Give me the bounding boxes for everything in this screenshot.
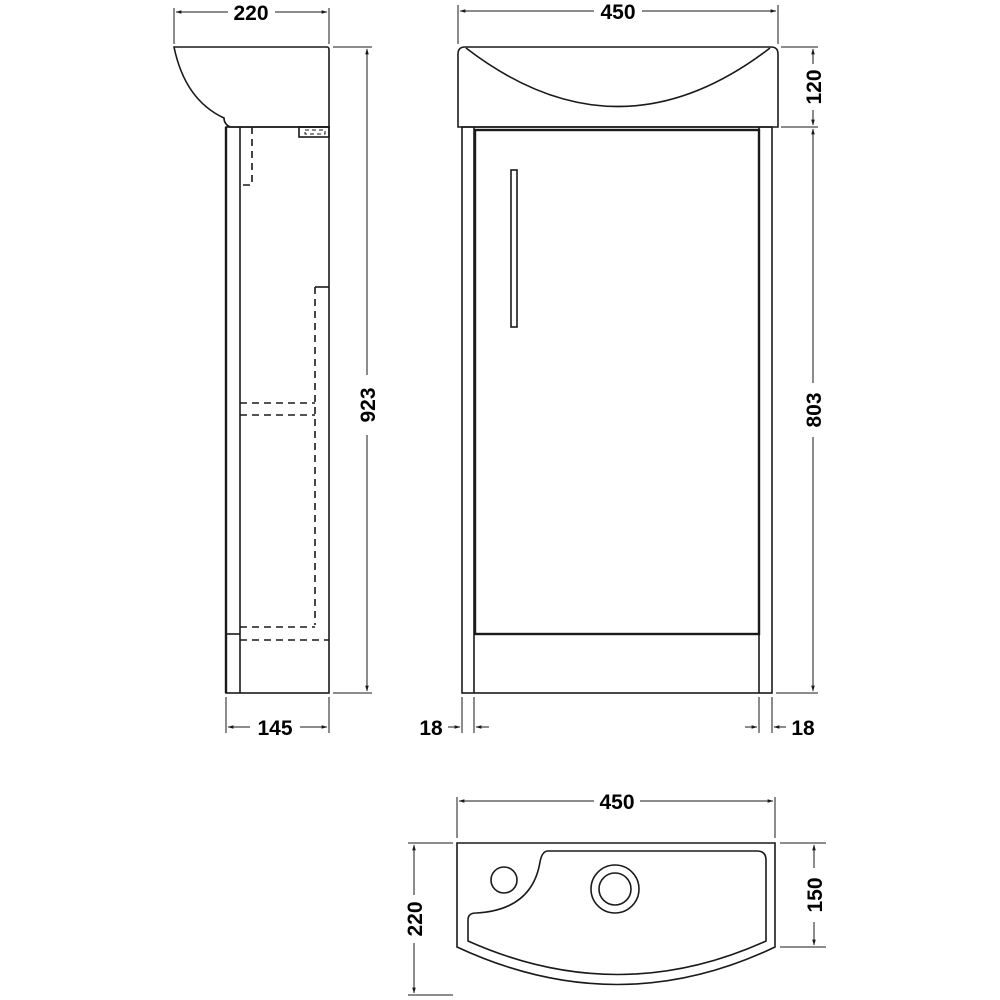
- plan-basin-outline: [456, 842, 776, 986]
- dim-basin-side-150: 150: [804, 877, 827, 912]
- dim-plan-width-450: 450: [599, 791, 634, 814]
- waste-outer-ring: [590, 864, 640, 914]
- side-fitting: [298, 126, 330, 138]
- front-view: 450 120 803 18 18: [419, 1, 826, 740]
- plan-basin-bowl: [467, 850, 767, 976]
- dim-left-panel-18: 18: [419, 717, 443, 740]
- dim-right-panel-18: 18: [791, 717, 815, 740]
- waste-inner-ring: [598, 872, 632, 906]
- side-fitting-hidden: [304, 129, 326, 135]
- dim-plan-depth-220: 220: [404, 901, 427, 936]
- front-basin: [457, 46, 779, 128]
- dim-side-depth-220: 220: [233, 2, 268, 25]
- dim-cabinet-height-803: 803: [803, 392, 826, 427]
- side-base-hidden: [240, 626, 329, 641]
- front-basin-bowl-curve: [465, 47, 771, 108]
- side-shelf-hidden: [240, 402, 315, 416]
- dim-overall-height-923: 923: [357, 387, 380, 422]
- side-hinge-hidden: [240, 127, 253, 186]
- dim-cabinet-depth-145: 145: [257, 717, 292, 740]
- side-cabinet-body: [225, 126, 330, 694]
- plan-view: 450 220 150: [404, 791, 827, 996]
- door-handle: [510, 169, 518, 328]
- tap-hole: [490, 866, 518, 894]
- side-basin-profile: [173, 46, 330, 128]
- dim-front-width-450: 450: [600, 1, 635, 24]
- front-cabinet-carcass: [461, 126, 773, 694]
- dim-basin-height-120: 120: [803, 69, 826, 104]
- side-view: 220 923 145: [173, 2, 380, 740]
